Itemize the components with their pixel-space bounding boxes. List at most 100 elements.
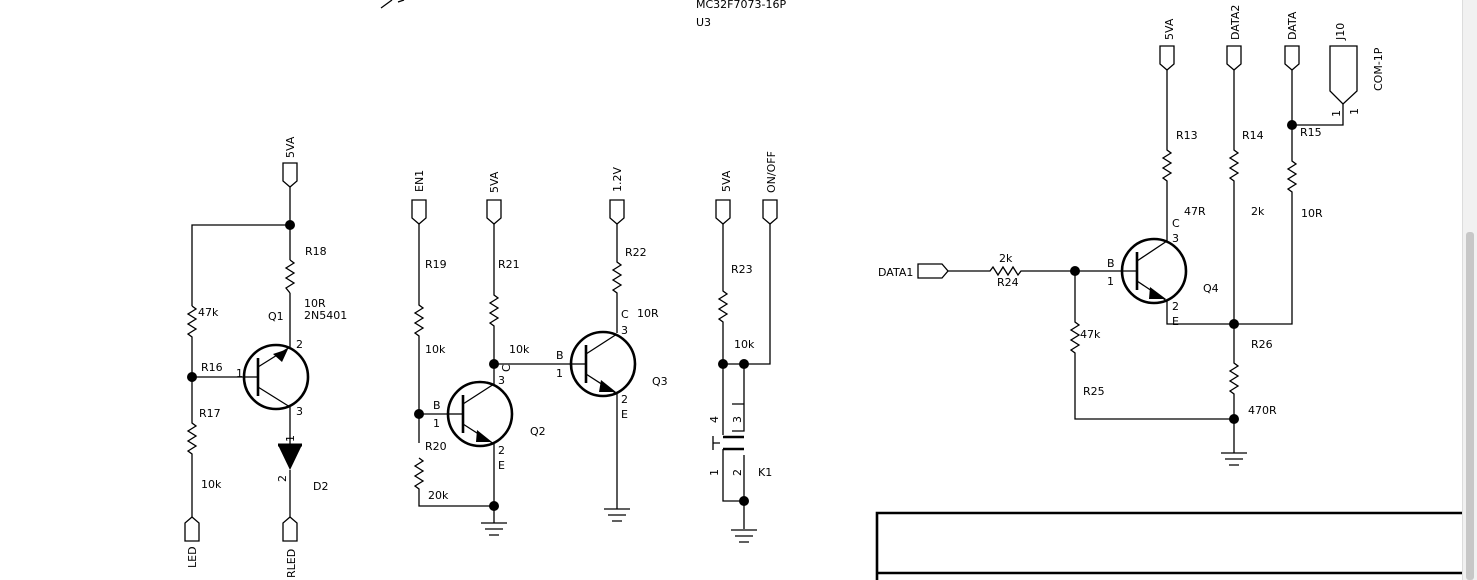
r25-value: 47k: [1080, 328, 1101, 341]
power-port-en1: EN1: [411, 170, 427, 225]
r25-ref: R25: [1083, 385, 1105, 398]
onoff-key-circuit: 5VA ON/OFF R23 10k 4 3 1 2 K1: [708, 151, 778, 543]
r22-ref: R22: [625, 246, 647, 259]
resistor-r20: R20 20k: [413, 414, 494, 507]
net-label-5va-3: 5VA: [720, 170, 733, 192]
r19-ref: R19: [425, 258, 447, 271]
k1-pin-2: 2: [731, 469, 744, 476]
q3-pin-1: 1: [556, 367, 563, 380]
q1-ref: Q1: [268, 310, 284, 323]
resistor-r18: R18 10R: [284, 245, 327, 310]
net-label-led: LED: [186, 546, 199, 568]
u3-part-label: MC32F7073-16P: [696, 0, 786, 11]
power-port-5va: 5VA: [282, 136, 298, 188]
resistor-r13: R13 47R: [1161, 70, 1206, 241]
q2-pin-3: 3: [498, 374, 505, 387]
r26-ref: R26: [1251, 338, 1273, 351]
q4-pin-2: 2: [1172, 300, 1179, 313]
j10-pin-1a: 1: [1330, 110, 1343, 117]
power-port-5va-3: 5VA: [715, 170, 733, 225]
r13-ref: R13: [1176, 129, 1198, 142]
net-label-data: DATA: [1286, 11, 1299, 40]
r18-value: 10R: [304, 297, 326, 310]
net-label-5va-4: 5VA: [1163, 18, 1176, 40]
q3-pin-3: 3: [621, 324, 628, 337]
net-label-1v2: 1.2V: [611, 167, 624, 192]
r23-value: 10k: [734, 338, 755, 351]
net-label-rled: RLED: [285, 549, 298, 578]
r15-value: 10R: [1301, 207, 1323, 220]
r24-ref: R24: [997, 276, 1019, 289]
net-label-onoff: ON/OFF: [765, 151, 778, 193]
r13-value: 47R: [1184, 205, 1206, 218]
j10-part: COM-1P: [1372, 47, 1385, 91]
r22-value: 10R: [637, 307, 659, 320]
net-label-data1: DATA1: [878, 266, 913, 279]
q2-pin-1: 1: [433, 417, 440, 430]
q3-ref: Q3: [652, 375, 668, 388]
k1-pin-4: 4: [708, 416, 721, 423]
r14-value: 2k: [1251, 205, 1265, 218]
net-label-5va: 5VA: [284, 136, 297, 158]
resistor-r24: 2k R24: [948, 252, 1109, 289]
r14-ref: R14: [1242, 129, 1264, 142]
q4-pin-1: 1: [1107, 275, 1114, 288]
q1-part: 2N5401: [304, 309, 347, 322]
led-driver-circuit: 5VA R18 10R 2N5401 Q1 47k R16 1 2 3: [184, 136, 347, 578]
r19-value: 10k: [425, 343, 446, 356]
r26-value: 470R: [1248, 404, 1277, 417]
net-label-5va-2: 5VA: [488, 171, 501, 193]
q3-pin-2: 2: [621, 393, 628, 406]
q2-pin-c: C: [500, 364, 513, 372]
d2-pin-2: 2: [276, 475, 289, 482]
r17-value: 10k: [201, 478, 222, 491]
q2-pin-2: 2: [498, 444, 505, 457]
enable-switch-circuit: EN1 5VA 1.2V R19 10k R20 20k R21 10k: [411, 167, 668, 536]
q2-pin-b: B: [433, 399, 441, 412]
title-block: [875, 511, 1464, 580]
j10-ref: J10: [1334, 23, 1347, 41]
u3-ref-label: U3: [696, 16, 711, 29]
k1-ref: K1: [758, 466, 772, 479]
transistor-q3: B 1 C 3 2 E Q3: [556, 308, 668, 421]
q3-pin-c: C: [621, 308, 629, 321]
d2-ref: D2: [313, 480, 328, 493]
net-label-en1: EN1: [413, 170, 426, 192]
q4-pin-e: E: [1172, 315, 1179, 328]
resistor-r22: R22 10R: [611, 224, 659, 333]
resistor-r21: R21 10k: [488, 224, 530, 364]
u3-symbol-fragment: MC32F7073-16P U3: [380, 0, 786, 29]
transistor-q2: B 1 3 C 2 E Q2: [433, 364, 546, 472]
net-label-data2: DATA2: [1229, 5, 1242, 40]
power-port-5va-4: 5VA: [1159, 18, 1176, 71]
resistor-r25: 47k R25: [1069, 271, 1234, 420]
port-data1: DATA1: [878, 263, 949, 279]
r24-value: 2k: [999, 252, 1013, 265]
power-port-onoff: ON/OFF: [762, 151, 778, 225]
resistor-r16: 47k R16: [186, 305, 223, 377]
q2-pin-e: E: [498, 459, 505, 472]
k1-pin-1: 1: [708, 469, 721, 476]
r17-ref: R17: [199, 407, 221, 420]
transistor-q1: 1 2 3: [236, 338, 310, 418]
d2-pin-1: 1: [284, 435, 297, 442]
power-port-data: DATA: [1284, 11, 1300, 71]
vertical-scrollbar[interactable]: [1462, 0, 1477, 580]
q1-pin-1: 1: [236, 367, 243, 380]
q4-pin-b: B: [1107, 257, 1115, 270]
scrollbar-thumb[interactable]: [1466, 232, 1474, 580]
q1-pin-2: 2: [296, 338, 303, 351]
power-port-data2: DATA2: [1226, 5, 1242, 71]
r18-ref: R18: [305, 245, 327, 258]
ground-k1: [731, 529, 757, 543]
resistor-r17: R17 10k: [186, 377, 222, 517]
resistor-r19: R19 10k: [413, 224, 447, 414]
j10-pin-1b: 1: [1348, 108, 1361, 115]
q4-ref: Q4: [1203, 282, 1219, 295]
q1-pin-3: 3: [296, 405, 303, 418]
switch-k1: 4 3 1 2 K1: [708, 364, 772, 529]
resistor-r26: R26 470R: [1228, 324, 1277, 453]
resistor-r14: R14 2k: [1228, 70, 1265, 324]
r20-ref: R20: [425, 440, 447, 453]
